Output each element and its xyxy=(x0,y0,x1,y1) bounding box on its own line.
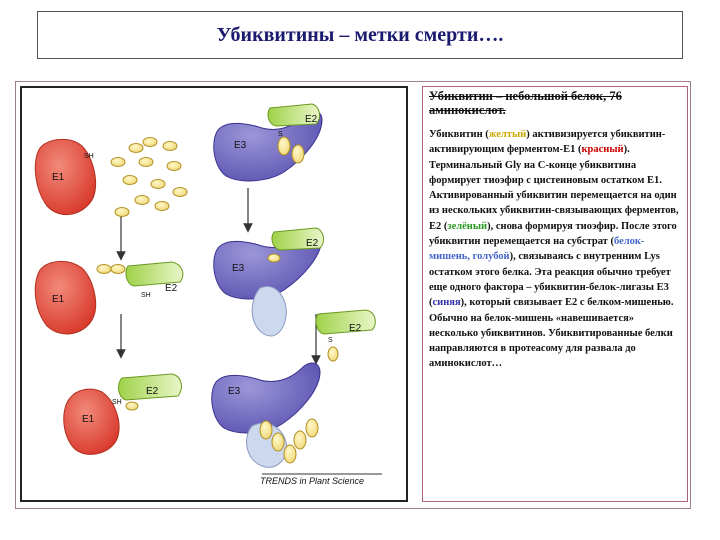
e2-label: E2 xyxy=(146,386,159,397)
e3-label: E3 xyxy=(234,140,247,151)
term-red: красный xyxy=(581,144,624,156)
title-box: Убиквитины – метки смерти…. xyxy=(37,11,683,59)
e1-label: E1 xyxy=(82,414,95,425)
caption-part-2: ) активизируется убиквитин-активирующим … xyxy=(429,129,666,156)
figure-diagram: E1 SH E1 E2 SH E1 E2 SH xyxy=(34,103,382,486)
term-blue: белок-мишень, голубой xyxy=(429,236,645,263)
e3-stage-2: E3 E2 xyxy=(213,227,324,337)
caption-part-3: ). Терминальный Gly на С-конце убиквитин… xyxy=(429,144,679,232)
caption-box: Убиквитин – небольшой белок, 76 аминокис… xyxy=(422,86,688,502)
e2-label: E2 xyxy=(306,238,319,249)
e1-label: E1 xyxy=(52,294,65,305)
e3-label: E3 xyxy=(232,263,245,274)
e1-stage-2: E1 E2 SH xyxy=(34,261,184,335)
sh-label: SH xyxy=(84,153,94,160)
sh-label: SH xyxy=(141,292,151,299)
caption-part-6: ), который связывает Е2 с белком-мишенью… xyxy=(429,297,674,370)
e1-label: E1 xyxy=(52,172,65,183)
slide-title: Убиквитины – метки смерти…. xyxy=(216,23,504,46)
term-violet: синяя xyxy=(432,297,461,309)
caption-part-1: Убиквитин ( xyxy=(429,129,489,140)
s-label: S xyxy=(278,131,283,138)
term-yellow: желтый xyxy=(488,129,527,140)
e2-label: E2 xyxy=(305,114,318,125)
free-ubiquitins xyxy=(110,137,188,217)
e3-label: E3 xyxy=(228,386,241,397)
content-frame xyxy=(15,81,691,509)
term-green: зелёный xyxy=(447,220,488,232)
s-label: S xyxy=(328,337,333,344)
caption-part-5: ), связываясь с внутренним Lys остатком … xyxy=(429,251,671,309)
caption-body: Убиквитин (желтый) активизируется убикви… xyxy=(429,127,681,372)
released-e2: E2 S xyxy=(315,309,376,362)
e3-stage-1: E3 E2 S xyxy=(213,103,323,182)
caption-part-4: ), снова формируя тиоэфир. После этого у… xyxy=(429,220,677,248)
figure-credit: TRENDS in Plant Science xyxy=(260,476,364,486)
e2-label: E2 xyxy=(349,323,362,334)
e1-stage-3: E1 E2 SH xyxy=(63,373,182,455)
caption-lead: Убиквитин – небольшой белок, 76 аминокис… xyxy=(429,89,622,117)
ubiquitination-figure: E1 SH E1 E2 SH E1 E2 SH xyxy=(20,86,408,502)
sh-label: SH xyxy=(112,399,122,406)
e3-stage-3: E3 xyxy=(211,362,321,468)
e1-stage-1: E1 SH xyxy=(34,139,97,215)
e2-label: E2 xyxy=(165,283,178,294)
